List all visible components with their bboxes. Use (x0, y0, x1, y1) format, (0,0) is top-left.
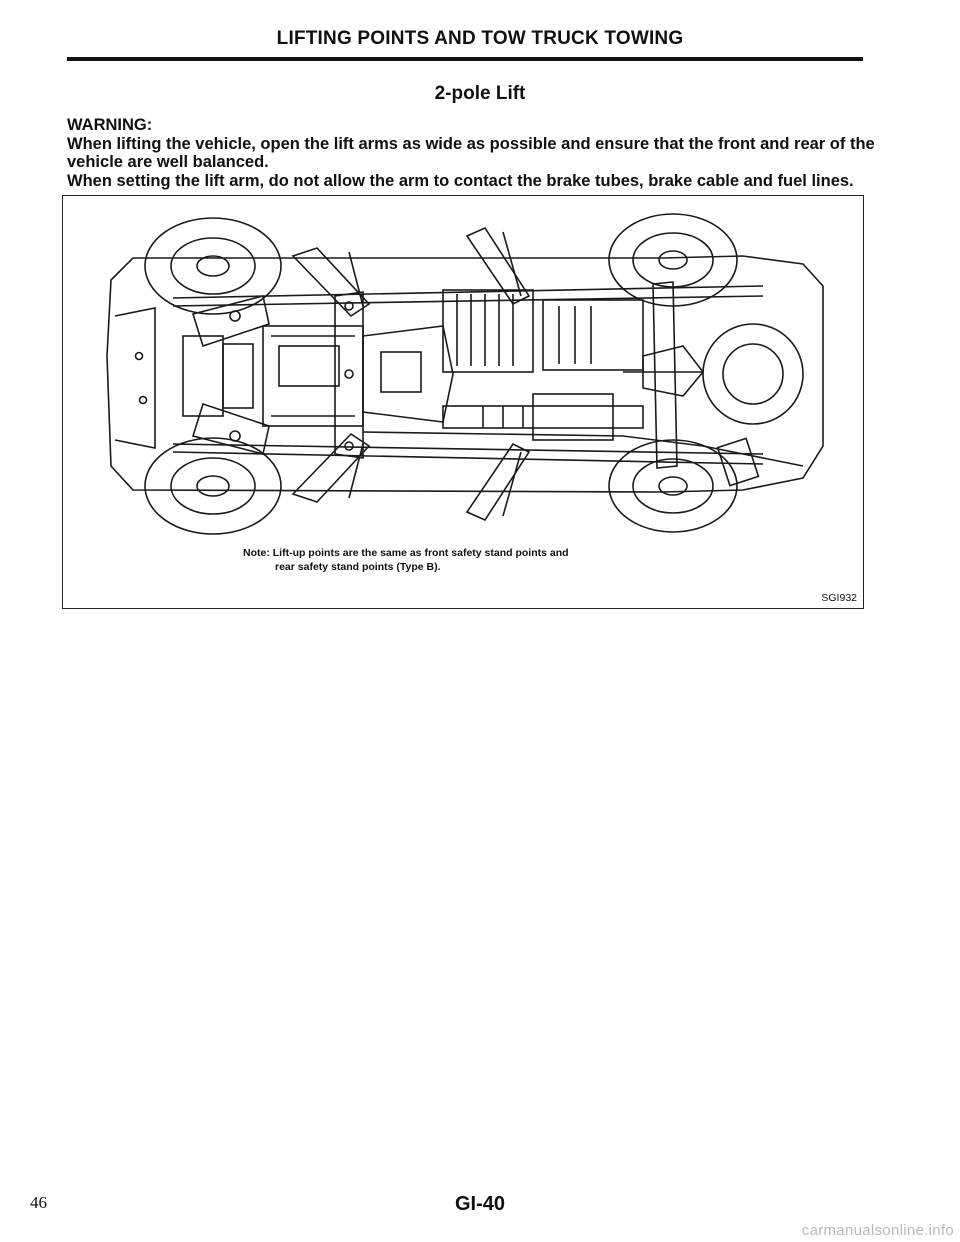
driveshaft (442, 405, 644, 429)
front-right-wheel (144, 437, 282, 535)
figure-note-line-2: rear safety stand points (Type B). (275, 561, 441, 573)
title-rule (67, 57, 863, 61)
page-number: 46 (30, 1193, 47, 1212)
frame-rail-upper (172, 285, 764, 299)
exhaust-pipe (362, 431, 804, 467)
section-title: LIFTING POINTS AND TOW TRUCK TOWING (276, 28, 684, 49)
fuel-tank (442, 289, 644, 373)
warning-label: WARNING: (67, 116, 153, 134)
warning-text-2: When setting the lift arm, do not allow … (67, 171, 854, 190)
subheading: 2-pole Lift (434, 83, 526, 104)
front-bumper (114, 307, 156, 449)
engine-block (262, 325, 364, 427)
figure-code: SGI932 (821, 592, 857, 604)
warning-block: WARNING: When lifting the vehicle, open … (67, 116, 877, 190)
figure-note: Note: Lift-up points are the same as fro… (243, 546, 723, 574)
lift-arm-rear-left (465, 226, 531, 306)
transmission (362, 325, 454, 423)
rear-axle (652, 281, 678, 469)
crossmember (334, 291, 364, 459)
figure-note-line-1: Note: Lift-up points are the same as fro… (243, 547, 569, 559)
figure-box: Note: Lift-up points are the same as fro… (62, 195, 864, 609)
lift-arm-front-left (291, 247, 371, 318)
warning-text-1: When lifting the vehicle, open the lift … (67, 134, 875, 172)
lift-arm-front-right (291, 432, 371, 503)
body-outline (106, 255, 824, 493)
frame-rail-lower (172, 451, 764, 465)
lift-arm-rear-right (465, 442, 531, 522)
front-left-wheel (144, 217, 282, 315)
page-code: GI-40 (454, 1193, 506, 1215)
vehicle-underside-illustration (106, 213, 824, 535)
rear-right-wheel (608, 439, 738, 533)
watermark: carmanualsonline.info (801, 1222, 954, 1239)
spare-tire (702, 323, 804, 425)
